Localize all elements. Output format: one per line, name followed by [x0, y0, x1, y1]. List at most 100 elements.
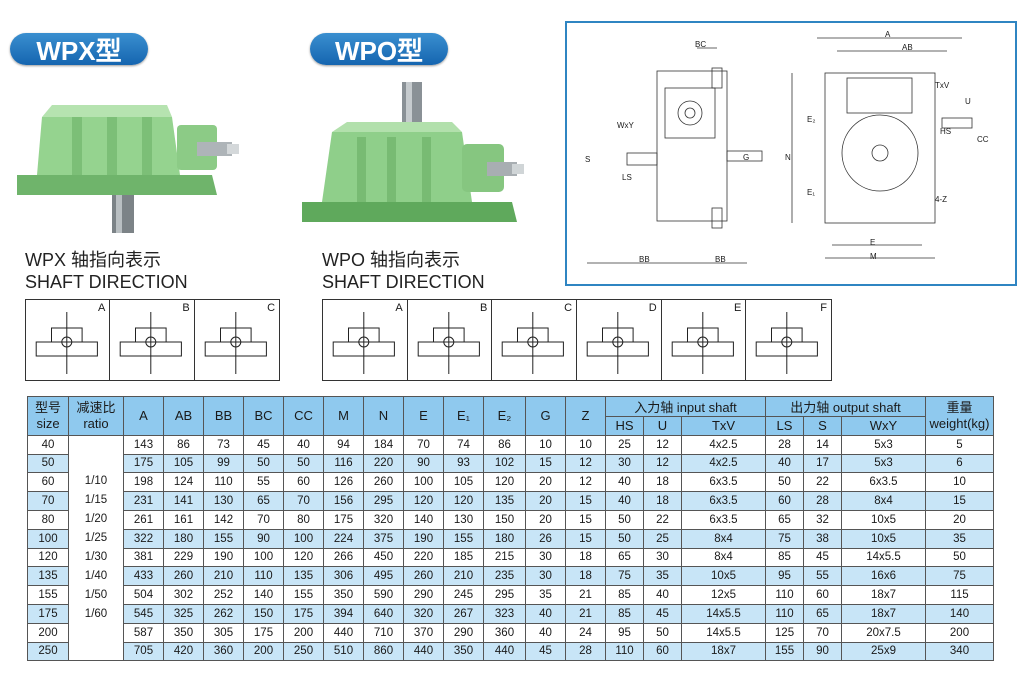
table-cell: 15 [565, 509, 606, 530]
dim-label-n: N [785, 153, 791, 162]
direction-letter: A [98, 302, 106, 314]
table-cell: 105 [443, 472, 484, 493]
table-cell: 306 [323, 566, 364, 587]
table-cell: 360 [203, 641, 244, 662]
table-cell: 55 [803, 566, 842, 587]
table-cell: 120 [403, 491, 444, 511]
direction-cell-f: F [746, 300, 831, 380]
direction-letter: C [267, 302, 276, 314]
table-cell: 110 [203, 472, 244, 493]
table-cell: 18 [643, 491, 682, 511]
table-cell: 710 [363, 622, 404, 643]
table-cell: 200 [925, 622, 994, 643]
table-cell: 180 [483, 528, 526, 549]
table-cell: 20 [525, 509, 566, 530]
table-cell: 65 [243, 491, 284, 511]
table-cell: 32 [803, 509, 842, 530]
table-cell: 450 [363, 547, 404, 568]
direction-sketch [756, 312, 819, 374]
table-cell: 5x3 [841, 434, 926, 455]
table-cell: 50 [643, 622, 682, 643]
dim-label-u: U [965, 97, 971, 106]
header-u: U [643, 416, 682, 436]
direction-letter: B [480, 302, 488, 314]
table-cell: 155 [203, 528, 244, 549]
table-cell: 231 [123, 491, 164, 511]
direction-sketch [502, 312, 565, 374]
table-cell: 15 [925, 491, 994, 511]
direction-sketch [120, 312, 183, 374]
table-cell: 28 [565, 641, 606, 662]
table-cell: 50 [605, 509, 644, 530]
table-cell: 12 [565, 472, 606, 493]
table-cell: 190 [403, 528, 444, 549]
table-cell: 15 [565, 491, 606, 511]
dim-label-cc: CC [977, 135, 989, 144]
table-cell: 120 [483, 472, 526, 493]
table-cell: 394 [323, 603, 364, 624]
table-cell: 175 [323, 509, 364, 530]
header-input-shaft: 入力轴 input shaft [605, 396, 766, 417]
table-cell: 150 [243, 603, 284, 624]
table-cell: 10 [565, 434, 606, 455]
table-cell: 235 [483, 566, 526, 587]
table-cell: 245 [443, 585, 484, 605]
table-cell: 40 [525, 622, 566, 643]
direction-cell-a: A [323, 300, 408, 380]
table-cell: 190 [203, 547, 244, 568]
table-cell: 10x5 [841, 509, 926, 530]
dim-label-a: A [885, 30, 891, 39]
direction-cell-c: C [195, 300, 279, 380]
table-cell: 100 [403, 472, 444, 493]
table-cell: 15 [525, 453, 566, 474]
table-cell: 120 [283, 547, 324, 568]
header-weight: 重量 weight(kg) [925, 396, 994, 436]
table-cell: 5 [925, 434, 994, 455]
table-cell: 135 [483, 491, 526, 511]
table-cell: 60 [283, 472, 324, 493]
table-cell: 20 [925, 509, 994, 530]
table-cell: 116 [323, 453, 364, 474]
table-cell: 75 [765, 528, 804, 549]
dim-label-e: E [870, 238, 876, 247]
table-cell: 640 [363, 603, 404, 624]
spec-table: 型号 size 减速比 ratio A AB BB BC CC M N E E₁… [27, 396, 994, 662]
table-cell: 85 [605, 585, 644, 605]
header-e2: E₂ [483, 396, 526, 436]
table-cell: 440 [403, 641, 444, 662]
header-g: G [525, 396, 566, 436]
table-cell: 70 [243, 509, 284, 530]
table-cell: 15 [565, 528, 606, 549]
table-cell: 260 [403, 566, 444, 587]
table-cell: 30 [525, 566, 566, 587]
table-cell: 381 [123, 547, 164, 568]
table-cell: 85 [605, 603, 644, 624]
direction-letter: B [182, 302, 190, 314]
dim-label-e2: E₂ [807, 115, 816, 124]
table-cell: 156 [323, 491, 364, 511]
direction-sketch [586, 312, 649, 374]
header-e: E [403, 396, 444, 436]
table-cell: 70 [283, 491, 324, 511]
table-cell: 360 [483, 622, 526, 643]
table-cell: 267 [443, 603, 484, 624]
dim-label-wxy: WxY [617, 121, 634, 130]
header-ratio: 减速比 ratio [68, 396, 124, 436]
table-cell: 350 [443, 641, 484, 662]
table-cell: 50 [243, 453, 284, 474]
table-cell: 340 [925, 641, 994, 662]
header-a: A [123, 396, 164, 436]
wpx-shaft-direction-diagrams: A B C [25, 299, 280, 381]
table-cell: 95 [765, 566, 804, 587]
header-n: N [363, 396, 404, 436]
dim-label-bb-right: BB [715, 255, 726, 264]
table-cell: 200 [243, 641, 284, 662]
table-cell: 198 [123, 472, 164, 493]
table-cell: 504 [123, 585, 164, 605]
table-cell: 14 [803, 434, 842, 455]
table-cell: 295 [483, 585, 526, 605]
